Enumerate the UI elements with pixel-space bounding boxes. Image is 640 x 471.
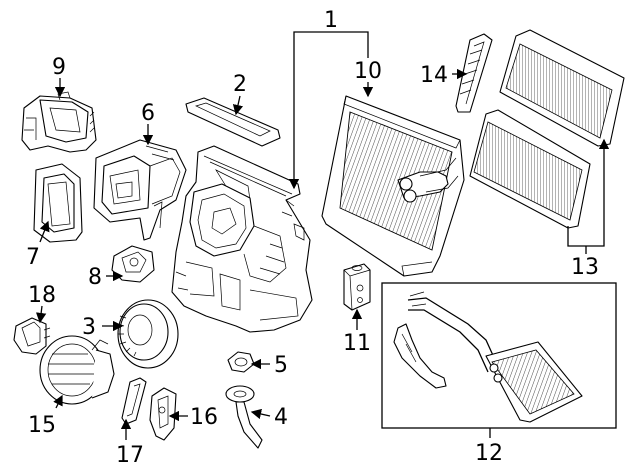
callout-labels: 1 2 3 4 5 6 7 8 9 10 11 12 13 14 15 16 1… [26, 8, 599, 468]
part-3-blower-wheel[interactable] [117, 299, 179, 369]
part-15-blower-motor[interactable] [39, 335, 115, 405]
part-2-filter-cover[interactable] [185, 97, 281, 147]
part-5-grommet[interactable] [227, 351, 255, 373]
part-13-cabin-filter-lower[interactable] [469, 109, 591, 229]
callout-6: 6 [141, 101, 155, 126]
part-9-duct-housing[interactable] [21, 91, 97, 153]
leader-lines [35, 31, 610, 440]
callout-3: 3 [82, 315, 96, 340]
callout-1: 1 [324, 8, 338, 33]
part-6-housing-section[interactable] [93, 139, 187, 241]
callout-9: 9 [52, 55, 66, 80]
callout-11: 11 [343, 331, 371, 356]
callout-15: 15 [28, 413, 56, 438]
callout-8: 8 [88, 265, 102, 290]
part-1-hvac-case[interactable] [171, 145, 313, 333]
part-10-evaporator[interactable] [321, 95, 465, 277]
callout-17: 17 [116, 443, 144, 468]
callout-4: 4 [274, 405, 288, 430]
callout-13: 13 [571, 255, 599, 280]
part-4-drain-hose[interactable] [225, 385, 263, 449]
callout-12: 12 [475, 441, 503, 466]
part-13-cabin-filter-upper[interactable] [499, 29, 625, 147]
part-12-heater-core-panel[interactable] [381, 282, 617, 429]
part-14-small-filter[interactable] [455, 33, 493, 113]
callout-2: 2 [233, 72, 247, 97]
callout-10: 10 [354, 59, 382, 84]
part-16-bracket[interactable] [149, 387, 177, 441]
callout-18: 18 [28, 283, 56, 308]
part-17-gasket[interactable] [121, 377, 147, 425]
part-18-resistor[interactable] [13, 317, 51, 355]
callout-5: 5 [274, 353, 288, 378]
callout-7: 7 [26, 245, 40, 270]
callout-16: 16 [190, 405, 218, 430]
callout-14: 14 [420, 63, 448, 88]
part-7-seal-frame[interactable] [33, 163, 83, 243]
part-11-expansion-valve[interactable] [343, 263, 371, 311]
